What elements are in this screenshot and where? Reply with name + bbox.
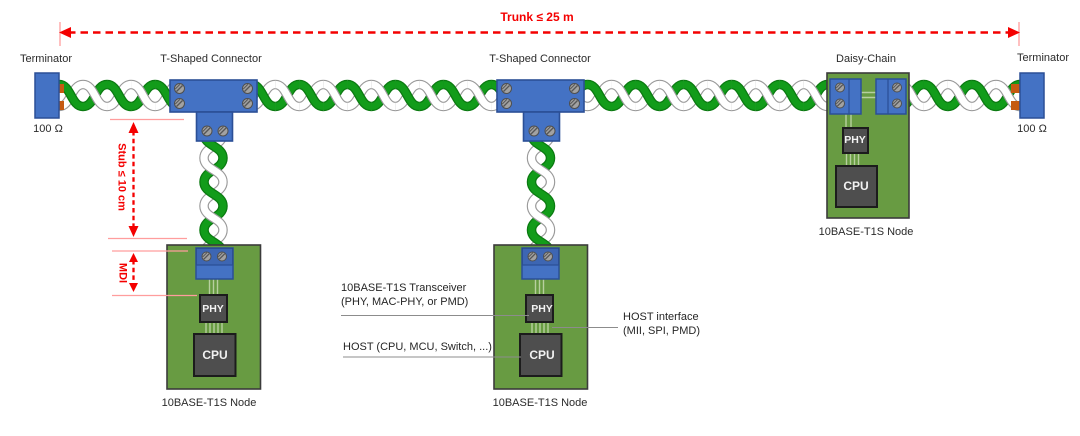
node1-board bbox=[166, 244, 262, 390]
host-interface-callout: HOST interface (MII, SPI, PMD) bbox=[623, 310, 700, 338]
trunk-length-label: Trunk ≤ 25 m bbox=[500, 10, 574, 24]
mdi-measure-arrow bbox=[129, 253, 138, 292]
terminator-right-impedance: 100 Ω bbox=[1017, 123, 1047, 135]
host-interface-callout-line2: (MII, SPI, PMD) bbox=[623, 325, 700, 337]
daisy-chain-label: Daisy-Chain bbox=[836, 53, 896, 65]
node1-caption: 10BASE-T1S Node bbox=[161, 397, 257, 409]
transceiver-callout: 10BASE-T1S Transceiver (PHY, MAC-PHY, or… bbox=[341, 281, 468, 309]
t-connector-2-label: T-Shaped Connector bbox=[489, 53, 591, 65]
t-connector-2-shape bbox=[496, 79, 585, 142]
node2-caption: 10BASE-T1S Node bbox=[492, 397, 588, 409]
daisy-connector-right bbox=[875, 78, 907, 115]
t-connector-1-label: T-Shaped Connector bbox=[160, 53, 262, 65]
host-interface-callout-line1: HOST interface bbox=[623, 311, 699, 323]
callout-leader-lines bbox=[341, 314, 618, 358]
node2-cpu-label: CPU bbox=[529, 348, 555, 362]
stub-cable-2 bbox=[526, 133, 556, 255]
transceiver-callout-line2: (PHY, MAC-PHY, or PMD) bbox=[341, 296, 469, 308]
node1-phy-label: PHY bbox=[202, 303, 224, 315]
node2-phy-label: PHY bbox=[531, 303, 553, 315]
stub-cable-1 bbox=[199, 133, 228, 255]
terminator-right-shape bbox=[1011, 72, 1045, 119]
transceiver-callout-line1: 10BASE-T1S Transceiver bbox=[341, 282, 467, 294]
terminator-right-label: Terminator bbox=[1017, 52, 1069, 64]
terminator-left-impedance: 100 Ω bbox=[33, 123, 63, 135]
stub-length-label: Stub ≤ 10 cm bbox=[115, 143, 128, 211]
mdi-label: MDI bbox=[116, 262, 129, 284]
terminator-left-label: Terminator bbox=[20, 53, 72, 65]
node3-caption: 10BASE-T1S Node bbox=[818, 226, 914, 238]
node3-cpu-label: CPU bbox=[843, 179, 869, 193]
terminator-left-shape bbox=[34, 72, 64, 119]
daisy-connector-left bbox=[829, 78, 862, 115]
daisy-node-chips bbox=[835, 127, 878, 208]
node2-board bbox=[493, 244, 589, 390]
stub-measure-arrow bbox=[128, 122, 139, 237]
measurement-guide-lines bbox=[59, 22, 1020, 297]
host-callout: HOST (CPU, MCU, Switch, ...) bbox=[343, 341, 492, 353]
node1-cpu-label: CPU bbox=[202, 348, 228, 362]
t-connector-1-shape bbox=[169, 79, 258, 142]
node3-phy-label: PHY bbox=[844, 134, 866, 146]
trunk-measure-arrow bbox=[59, 27, 1020, 38]
